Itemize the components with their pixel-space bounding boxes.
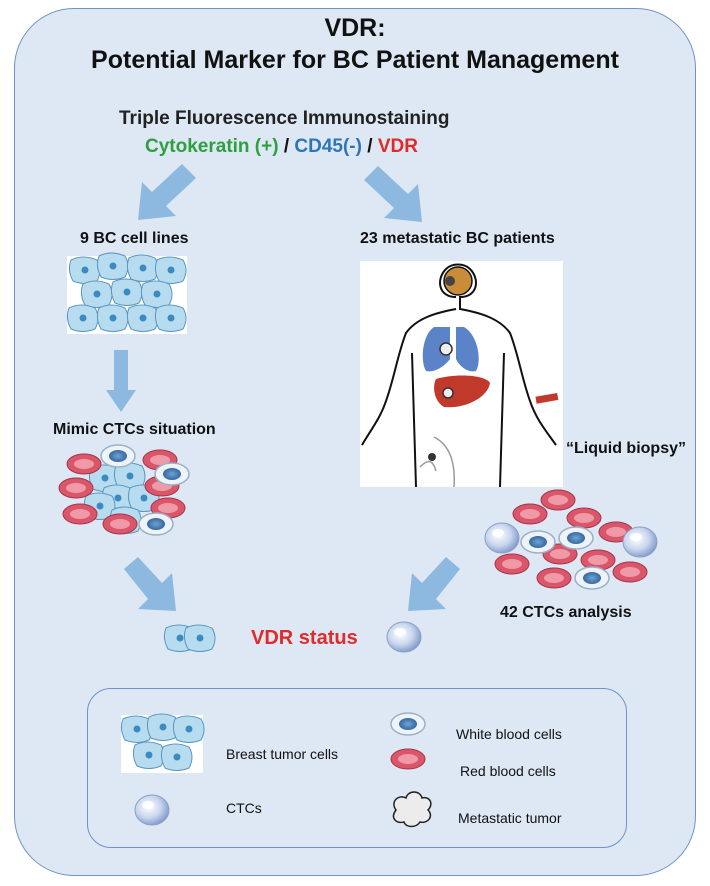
arrow-left-to-result: [124, 557, 176, 611]
blood-sample-cluster: [484, 489, 658, 590]
arrow-to-cell-lines: [138, 164, 196, 220]
legend-wbc-icon: [390, 712, 426, 736]
title-line1: VDR:: [324, 14, 386, 42]
marker-separator: /: [361, 136, 378, 157]
patients-label: 23 metastatic BC patients: [360, 230, 555, 247]
legend-ctcs-label: CTCs: [226, 800, 262, 816]
tumor-cell-cluster: [66, 252, 187, 334]
title-line2: Potential Marker for BC Patient Manageme…: [91, 46, 619, 74]
marker-cd45: CD45(-): [294, 136, 362, 157]
metastatic-tumor-icon: [392, 791, 432, 828]
arrow-down-mimic: [106, 350, 136, 412]
legend-metastatic-label: Metastatic tumor: [458, 810, 562, 826]
legend-tumor-cell-icon: [120, 713, 205, 773]
legend-wbc-label: White blood cells: [456, 726, 562, 742]
marker-vdr: VDR: [377, 136, 418, 157]
result-ctc-icon: [386, 621, 422, 653]
result-tumor-cell-icon: [163, 624, 216, 652]
staining-markers: Cytokeratin (+) / CD45(-) / VDR: [145, 136, 418, 158]
marker-cytokeratin: Cytokeratin (+): [145, 136, 279, 157]
mimic-label: Mimic CTCs situation: [53, 421, 216, 438]
marker-separator: /: [278, 136, 295, 157]
legend-rbc-label: Red blood cells: [460, 763, 556, 779]
mimic-ctc-cluster: [58, 444, 190, 536]
patient-body-figure: [360, 261, 563, 488]
liquid-biopsy-label: “Liquid biopsy”: [566, 440, 686, 457]
arrow-right-to-result: [408, 557, 460, 611]
legend-rbc-icon: [390, 748, 426, 770]
cell-lines-label: 9 BC cell lines: [80, 230, 189, 247]
legend-ctc-icon: [134, 794, 170, 826]
staining-heading: Triple Fluorescence Immunostaining: [119, 108, 450, 129]
arrow-to-patients: [364, 166, 422, 222]
legend-breast-tumor-label: Breast tumor cells: [226, 746, 339, 762]
vdr-status-label: VDR status: [251, 627, 358, 649]
ctcs-analysis-label: 42 CTCs analysis: [500, 604, 632, 621]
